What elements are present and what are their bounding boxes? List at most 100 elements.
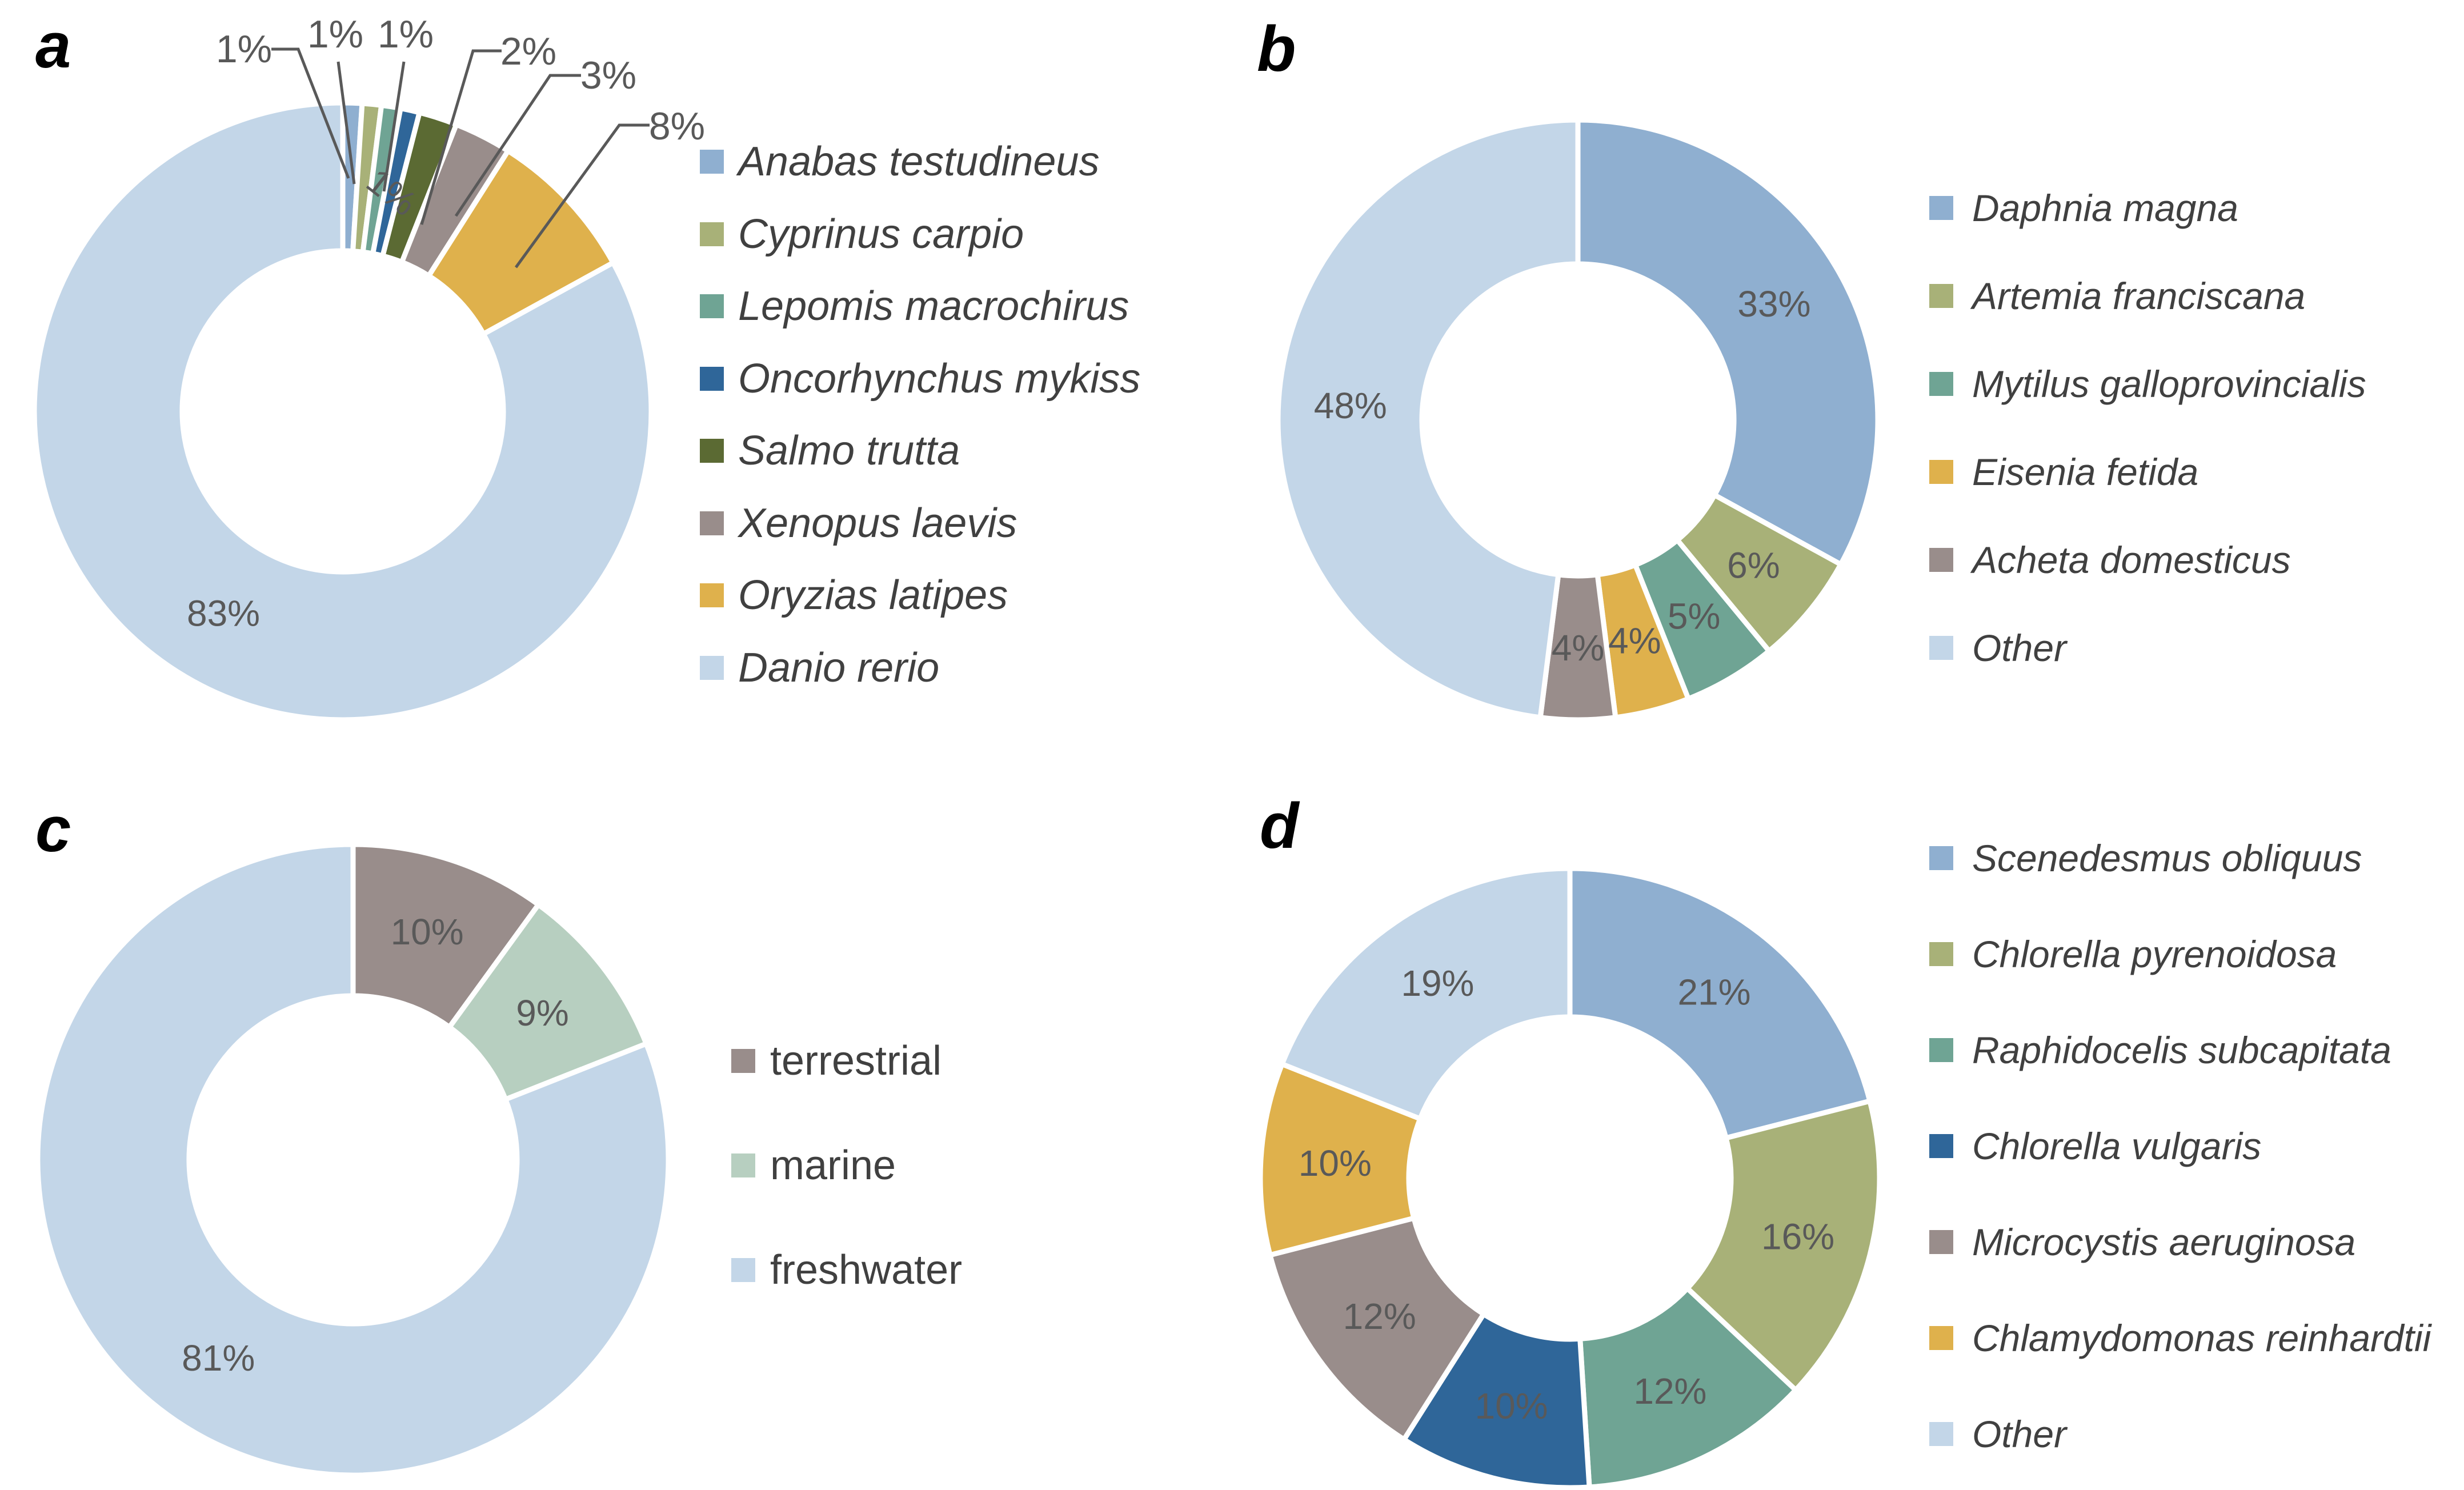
pct-callout-a-cyprinus-carpio: 1% xyxy=(307,13,363,56)
legend-swatch-b-eisenia-fetida xyxy=(1929,460,1953,484)
pct-label-c-marine: 9% xyxy=(516,992,569,1034)
pct-label-d-raphidocelis-subcapitata: 12% xyxy=(1633,1371,1706,1412)
legend-swatch-b-daphnia-magna xyxy=(1929,196,1953,220)
legend-item-b-artemia-franciscana: Artemia franciscana xyxy=(1929,273,2305,319)
pct-label-a-danio-rerio: 83% xyxy=(187,592,260,634)
legend-label-d-chlamydomonas-reinhardtii: Chlamydomonas reinhardtii xyxy=(1972,1317,2431,1359)
pct-callout-a-xenopus-laevis: 3% xyxy=(580,54,636,97)
pct-label-d-chlorella-vulgaris: 10% xyxy=(1475,1385,1548,1427)
legend-label-c-freshwater: freshwater xyxy=(770,1247,963,1293)
legend-item-d-other: Other xyxy=(1929,1411,2066,1457)
legend-swatch-d-raphidocelis-subcapitata xyxy=(1929,1038,1953,1062)
pct-callout-a-salmo-trutta: 2% xyxy=(500,30,556,73)
legend-item-a-anabas-testudineus: Anabas testudineus xyxy=(700,139,1099,185)
donut-d-slice-chlorella-vulgaris xyxy=(1400,1310,1592,1490)
panel-letter-d: d xyxy=(1260,790,1299,862)
legend-label-b-mytilus-galloprovincialis: Mytilus galloprovincialis xyxy=(1972,363,2366,405)
legend-label-c-marine: marine xyxy=(770,1143,896,1188)
donut-d-slice-chlamydomonas-reinhardtii xyxy=(1257,1060,1424,1259)
legend-label-d-scenedesmus-obliquus: Scenedesmus obliquus xyxy=(1972,837,2362,879)
donut-c-slice-freshwater xyxy=(35,842,671,1478)
legend-item-a-lepomis-macrochirus: Lepomis macrochirus xyxy=(700,283,1129,329)
legend-label-a-salmo-trutta: Salmo trutta xyxy=(738,428,960,474)
legend-label-a-lepomis-macrochirus: Lepomis macrochirus xyxy=(738,283,1129,329)
donut-d-slice-chlorella-pyrenoidosa xyxy=(1684,1098,1882,1394)
pct-label-b-acheta-domesticus: 4% xyxy=(1552,627,1605,668)
legend-swatch-a-danio-rerio xyxy=(700,655,724,680)
legend-label-d-chlorella-pyrenoidosa: Chlorella pyrenoidosa xyxy=(1972,933,2337,975)
donut-a-slice-danio-rerio xyxy=(31,100,654,723)
legend-label-c-terrestrial: terrestrial xyxy=(770,1038,942,1084)
legend-swatch-c-freshwater xyxy=(731,1258,755,1282)
legend-item-a-xenopus-laevis: Xenopus laevis xyxy=(700,500,1017,546)
legend-label-a-anabas-testudineus: Anabas testudineus xyxy=(738,139,1100,185)
pct-label-b-artemia-franciscana: 6% xyxy=(1727,544,1780,586)
legend-item-d-chlorella-pyrenoidosa: Chlorella pyrenoidosa xyxy=(1929,931,2337,977)
panel-letter-a: a xyxy=(35,10,71,81)
leader-line-a-anabas-testudineus xyxy=(271,47,350,179)
legend-swatch-a-cyprinus-carpio xyxy=(700,222,724,246)
panel-letter-c: c xyxy=(35,794,71,865)
leader-line-a-lepomis-macrochirus xyxy=(382,61,406,192)
leader-line-a-salmo-trutta xyxy=(420,49,502,225)
donut-c-slice-terrestrial xyxy=(350,842,542,1031)
legend-label-b-other: Other xyxy=(1972,627,2067,669)
pct-label-d-chlamydomonas-reinhardtii: 10% xyxy=(1299,1143,1372,1184)
legend-label-a-xenopus-laevis: Xenopus laevis xyxy=(738,500,1017,546)
legend-item-d-chlorella-vulgaris: Chlorella vulgaris xyxy=(1929,1123,2261,1169)
pct-label-c-terrestrial: 10% xyxy=(391,911,464,952)
legend-swatch-b-other xyxy=(1929,636,1953,660)
legend-swatch-a-xenopus-laevis xyxy=(700,511,724,535)
legend-item-b-mytilus-galloprovincialis: Mytilus galloprovincialis xyxy=(1929,361,2366,407)
legend-item-d-chlamydomonas-reinhardtii: Chlamydomonas reinhardtii xyxy=(1929,1315,2431,1361)
legend-swatch-b-artemia-franciscana xyxy=(1929,284,1953,308)
legend-item-b-eisenia-fetida: Eisenia fetida xyxy=(1929,449,2198,495)
donut-d-slice-other xyxy=(1279,866,1573,1123)
legend-item-a-cyprinus-carpio: Cyprinus carpio xyxy=(700,211,1024,257)
legend-item-c-marine: marine xyxy=(731,1143,896,1188)
legend-swatch-c-marine xyxy=(731,1153,755,1177)
legend-label-d-chlorella-vulgaris: Chlorella vulgaris xyxy=(1972,1125,2262,1167)
donut-d-slice-raphidocelis-subcapitata xyxy=(1577,1284,1800,1490)
legend-item-a-oryzias-latipes: Oryzias latipes xyxy=(700,572,1008,618)
legend-swatch-d-scenedesmus-obliquus xyxy=(1929,846,1953,870)
donut-b-slice-other xyxy=(1275,117,1581,720)
leader-line-a-oryzias-latipes xyxy=(514,123,650,269)
legend-swatch-d-chlorella-pyrenoidosa xyxy=(1929,942,1953,966)
donut-d-slice-microcystis-aeruginosa xyxy=(1267,1215,1488,1443)
pct-label-b-other: 48% xyxy=(1314,385,1387,426)
legend-swatch-a-anabas-testudineus xyxy=(700,150,724,174)
legend-swatch-a-oncorhynchus-mykiss xyxy=(700,366,724,391)
pct-label-d-microcystis-aeruginosa: 12% xyxy=(1343,1296,1416,1337)
pct-label-d-scenedesmus-obliquus: 21% xyxy=(1677,971,1750,1012)
legend-item-a-salmo-trutta: Salmo trutta xyxy=(700,428,960,474)
pct-label-b-daphnia-magna: 33% xyxy=(1737,283,1810,325)
legend-item-a-oncorhynchus-mykiss: Oncorhynchus mykiss xyxy=(700,356,1140,402)
pct-label-d-other: 19% xyxy=(1401,963,1474,1004)
pct-callout-a-oryzias-latipes: 8% xyxy=(649,105,705,148)
legend-label-a-oncorhynchus-mykiss: Oncorhynchus mykiss xyxy=(738,355,1141,402)
legend-item-a-danio-rerio: Danio rerio xyxy=(700,645,939,691)
donut-b-slice-daphnia-magna xyxy=(1575,117,1881,568)
pct-label-c-freshwater: 81% xyxy=(182,1337,255,1379)
legend-item-b-daphnia-magna: Daphnia magna xyxy=(1929,185,2238,231)
pct-label-b-mytilus-galloprovincialis: 5% xyxy=(1668,595,1721,636)
legend-item-c-freshwater: freshwater xyxy=(731,1247,962,1293)
legend-swatch-d-chlorella-vulgaris xyxy=(1929,1134,1953,1158)
legend-swatch-b-mytilus-galloprovincialis xyxy=(1929,372,1953,396)
panel-letter-b: b xyxy=(1257,13,1296,85)
pct-callout-a-anabas-testudineus: 1% xyxy=(216,27,272,71)
legend-item-b-acheta-domesticus: Acheta domesticus xyxy=(1929,537,2291,583)
legend-swatch-a-oryzias-latipes xyxy=(700,583,724,607)
legend-swatch-b-acheta-domesticus xyxy=(1929,548,1953,572)
pct-label-d-chlorella-pyrenoidosa: 16% xyxy=(1761,1216,1834,1257)
leader-line-a-xenopus-laevis xyxy=(454,74,581,217)
pct-label-b-eisenia-fetida: 4% xyxy=(1608,620,1661,661)
legend-label-b-acheta-domesticus: Acheta domesticus xyxy=(1972,539,2291,581)
legend-swatch-d-chlamydomonas-reinhardtii xyxy=(1929,1326,1953,1350)
legend-label-d-other: Other xyxy=(1972,1413,2067,1455)
legend-label-a-oryzias-latipes: Oryzias latipes xyxy=(738,572,1008,618)
legend-item-b-other: Other xyxy=(1929,625,2066,671)
